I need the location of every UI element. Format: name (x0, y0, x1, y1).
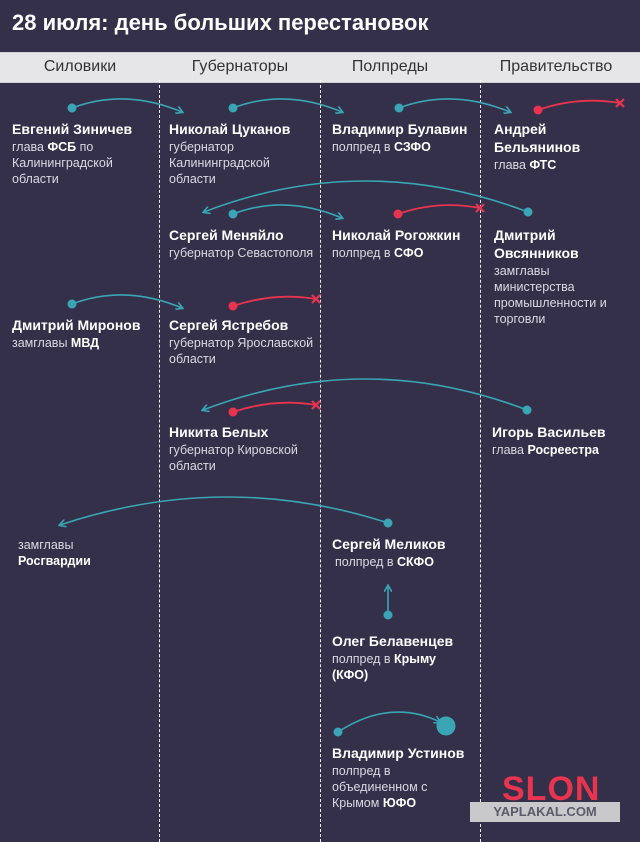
column-header-bar: Силовики Губернаторы Полпреды Правительс… (0, 52, 640, 83)
person-name: Олег Белавенцев (332, 633, 454, 649)
person-card: Сергей Меняйло губернатор Севастополя (169, 226, 319, 261)
dismissal-yastrebov (232, 295, 317, 307)
person-card: Николай Рогожкин полпред в СФО (332, 226, 482, 261)
person-role: глава ФТС (494, 158, 557, 172)
dismissal-belykh (232, 401, 317, 413)
dismissal-rogozhkin (397, 204, 481, 215)
arrow-vasiliev-to-governor (203, 378, 528, 410)
dismissal-belyaninov (537, 99, 621, 111)
person-name: Дмитрий Миронов (12, 317, 141, 333)
cross-icon (615, 98, 625, 108)
person-card: Никита Белых губернатор Кировской област… (169, 423, 319, 474)
person-name: Андрей Бельянинов (494, 121, 581, 155)
column-header-envoys: Полпреды (351, 58, 429, 75)
person-name: Сергей Меняйло (169, 227, 284, 243)
person-card: Олег Белавенцев полпред в Крыму (КФО) (332, 632, 472, 683)
arrow-melikov-to-rosgvardia (60, 496, 389, 525)
person-role: замглавы министерства промышленности и т… (494, 264, 607, 326)
column-header-siloviki: Силовики (43, 58, 117, 75)
person-role: полпред в СЗФО (332, 140, 431, 154)
person-card: Игорь Васильев глава Росреестра (492, 423, 632, 458)
person-name: Дмитрий Овсянников (494, 227, 579, 261)
cross-icon (475, 203, 485, 213)
column-divider (320, 80, 321, 842)
person-card: Николай Цуканов губернатор Калининградск… (169, 120, 319, 187)
person-role: губернатор Калининградской области (169, 140, 270, 186)
slon-logo: SLON (502, 770, 601, 808)
cross-icon (311, 294, 321, 304)
arrow-ovsyannikov-to-governor (204, 180, 529, 212)
person-card: замглавы Росгвардии (18, 536, 138, 569)
person-card: Евгений Зиничев глава ФСБ по Калининград… (12, 120, 162, 187)
watermark: YAPLAKAL.COM (470, 802, 620, 822)
person-role: глава Росреестра (492, 443, 599, 457)
column-header-government: Правительство (499, 58, 613, 75)
person-card: Сергей Меликов полпред в СКФО (332, 535, 482, 570)
person-card: Дмитрий Овсянников замглавы министерства… (494, 226, 624, 327)
person-name: Сергей Меликов (332, 536, 446, 552)
arrow-ustinov-to-yufo (337, 711, 440, 733)
person-name: Сергей Ястребов (169, 317, 289, 333)
person-role: полпред в СКФО (335, 555, 434, 569)
person-name: Владимир Булавин (332, 121, 468, 137)
person-name: Игорь Васильев (492, 424, 606, 440)
person-card: Сергей Ястребов губернатор Ярославской о… (169, 316, 319, 367)
person-role: замглавы МВД (12, 336, 100, 350)
person-role: губернатор Ярославской области (169, 336, 314, 366)
person-role: полпред в СФО (332, 246, 424, 260)
person-role: полпред в Крыму (КФО) (332, 652, 437, 682)
arrow-mironov-to-governor (71, 294, 182, 308)
arrow-tsukanov-to-envoy (232, 98, 342, 112)
person-role: замглавы Росгвардии (18, 538, 91, 568)
cross-icon (311, 400, 321, 410)
person-card: Андрей Бельянинов глава ФТС (494, 120, 614, 173)
person-role: глава ФСБ по Калининградской области (12, 140, 113, 186)
person-name: Николай Рогожкин (332, 227, 461, 243)
arrow-bulavin-to-government (398, 98, 510, 112)
arrow-zinichev-to-governor (71, 98, 182, 112)
person-card: Владимир Булавин полпред в СЗФО (332, 120, 482, 155)
person-role: губернатор Кировской области (169, 443, 298, 473)
column-divider (159, 80, 160, 842)
person-name: Николай Цуканов (169, 121, 291, 137)
person-role: полпред в объединенном с Крымом ЮФО (332, 764, 428, 810)
column-header-governors: Губернаторы (191, 58, 289, 75)
person-name: Никита Белых (169, 424, 269, 440)
person-name: Владимир Устинов (332, 745, 465, 761)
column-divider (480, 80, 481, 842)
person-card: Дмитрий Миронов замглавы МВД (12, 316, 162, 351)
person-name: Евгений Зиничев (12, 121, 133, 137)
arrow-menyaylo-to-envoy (232, 204, 342, 218)
person-role: губернатор Севастополя (169, 246, 314, 260)
page-title: 28 июля: день больших перестановок (12, 10, 429, 35)
person-card: Владимир Устинов полпред в объединенном … (332, 744, 472, 811)
